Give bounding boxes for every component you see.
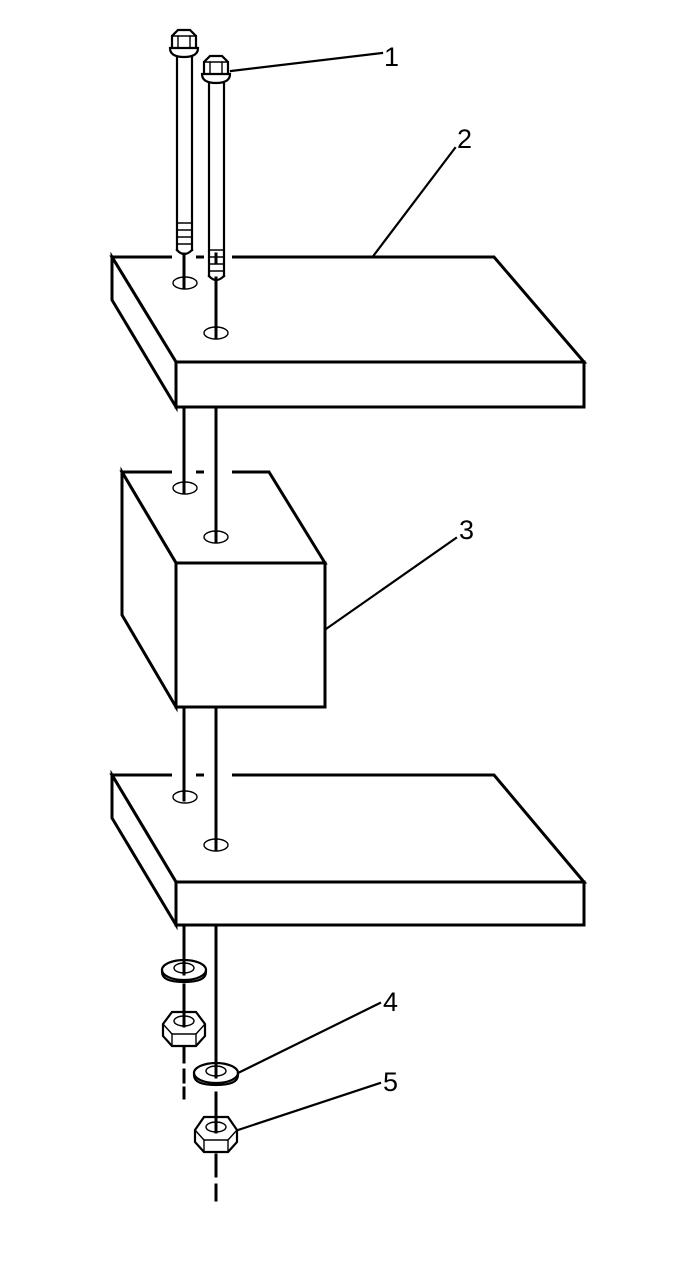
- nut-left: [161, 1010, 207, 1048]
- lower-plate: [109, 769, 588, 931]
- callout-2-label: 2: [457, 124, 472, 154]
- callout-1-label: 1: [384, 42, 399, 72]
- nut-right: [193, 1115, 239, 1154]
- callout-3-label: 3: [459, 515, 474, 545]
- bolt-right: [200, 54, 232, 282]
- washer-right: [192, 1061, 240, 1087]
- leader-lines: [229, 51, 458, 1132]
- callout-4-label: 4: [383, 987, 398, 1017]
- spacer-block: [119, 466, 328, 713]
- bolt-left: [168, 28, 200, 256]
- washer-left: [160, 958, 208, 984]
- callout-5-label: 5: [383, 1067, 398, 1097]
- upper-plate: [109, 251, 588, 413]
